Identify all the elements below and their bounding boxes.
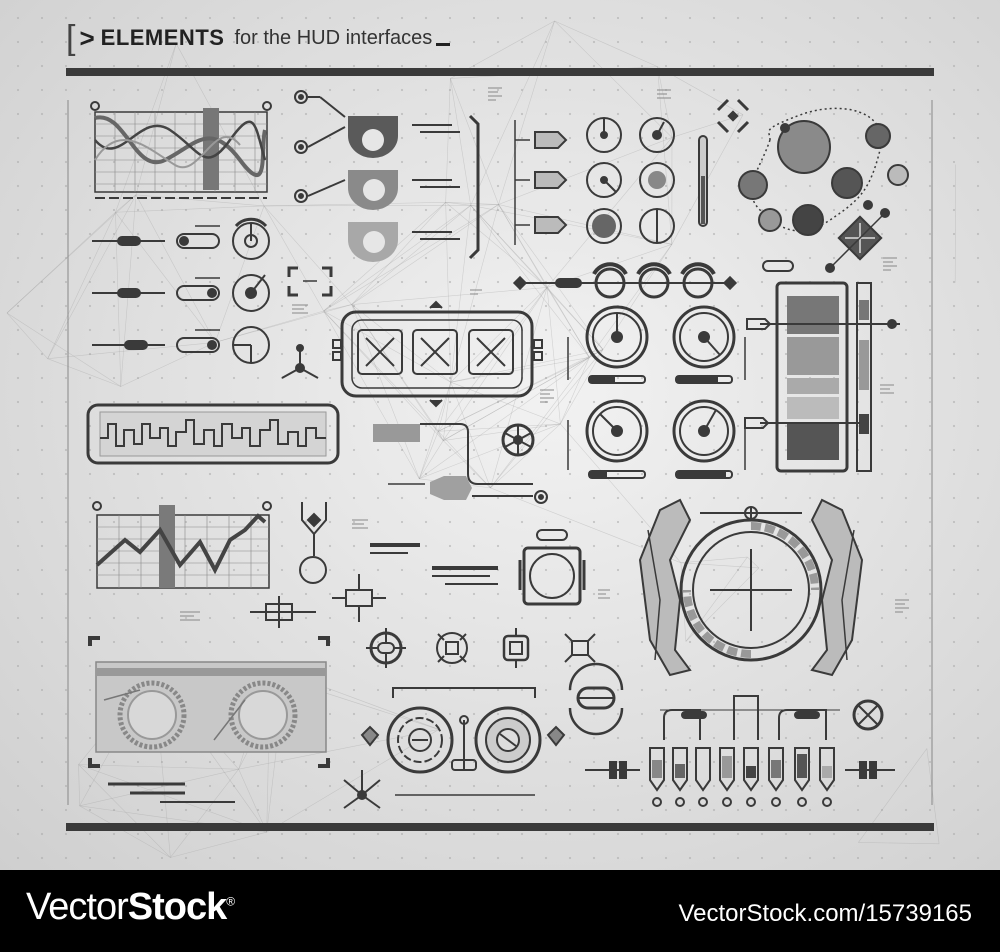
brand-light: Vector	[26, 886, 129, 928]
micro-text-marks	[180, 87, 909, 621]
diamond-grid-icon	[825, 208, 890, 273]
wave-chart	[90, 101, 272, 199]
bar-stack-panel	[744, 281, 900, 473]
hud-artboard: [ > ELEMENTS for the HUD interfaces	[0, 0, 1000, 870]
tube-array	[585, 695, 895, 807]
lens-pill-icon	[568, 662, 624, 736]
brand-trademark: ®	[226, 894, 235, 909]
circuit-tags	[370, 423, 548, 554]
diamond-reticle-icon	[716, 98, 750, 134]
image-url: VectorStock.com/15739165	[678, 900, 972, 927]
brand-bold: Stock	[127, 886, 227, 928]
plug-connector-icon	[299, 502, 327, 584]
title-strong: ELEMENTS	[100, 25, 225, 50]
page-title: [ > ELEMENTS for the HUD interfaces	[66, 19, 451, 57]
square-wave-panel	[86, 403, 340, 465]
circle-square-icon	[518, 529, 586, 606]
tri-node-icon	[281, 344, 319, 379]
dial-grid	[514, 117, 708, 245]
target-icons-row	[366, 628, 596, 668]
crosshair-reticle	[638, 498, 864, 677]
star-node-icon	[343, 770, 381, 809]
dual-rotary-knobs	[360, 687, 566, 796]
line-chart	[92, 501, 272, 589]
gauge-dials	[567, 305, 746, 479]
title-light: for the HUD interfaces	[234, 26, 433, 49]
dual-dial-screen	[88, 636, 330, 803]
x-box-panel	[332, 300, 543, 408]
resistor-icons	[250, 574, 386, 628]
footer: VectorStock® VectorStock.com/15739165	[0, 870, 1000, 952]
title-bracket: [	[66, 19, 76, 57]
bottom-divider-bar	[66, 823, 934, 831]
connector-rail	[512, 260, 794, 299]
small-bars	[432, 566, 498, 585]
top-divider-bar	[66, 68, 934, 76]
brand-logo: VectorStock®	[26, 886, 235, 929]
corner-brackets-icon	[287, 266, 333, 297]
title-cursor-icon	[436, 42, 451, 46]
hud-elements-artwork	[67, 87, 933, 809]
title-arrow-icon: >	[79, 22, 95, 53]
cross-circle-icon	[852, 699, 884, 731]
slider-rows	[92, 217, 270, 364]
drop-shapes-column	[294, 90, 480, 262]
orbit-circles	[738, 107, 909, 236]
valve-wheel-icon	[501, 423, 535, 457]
